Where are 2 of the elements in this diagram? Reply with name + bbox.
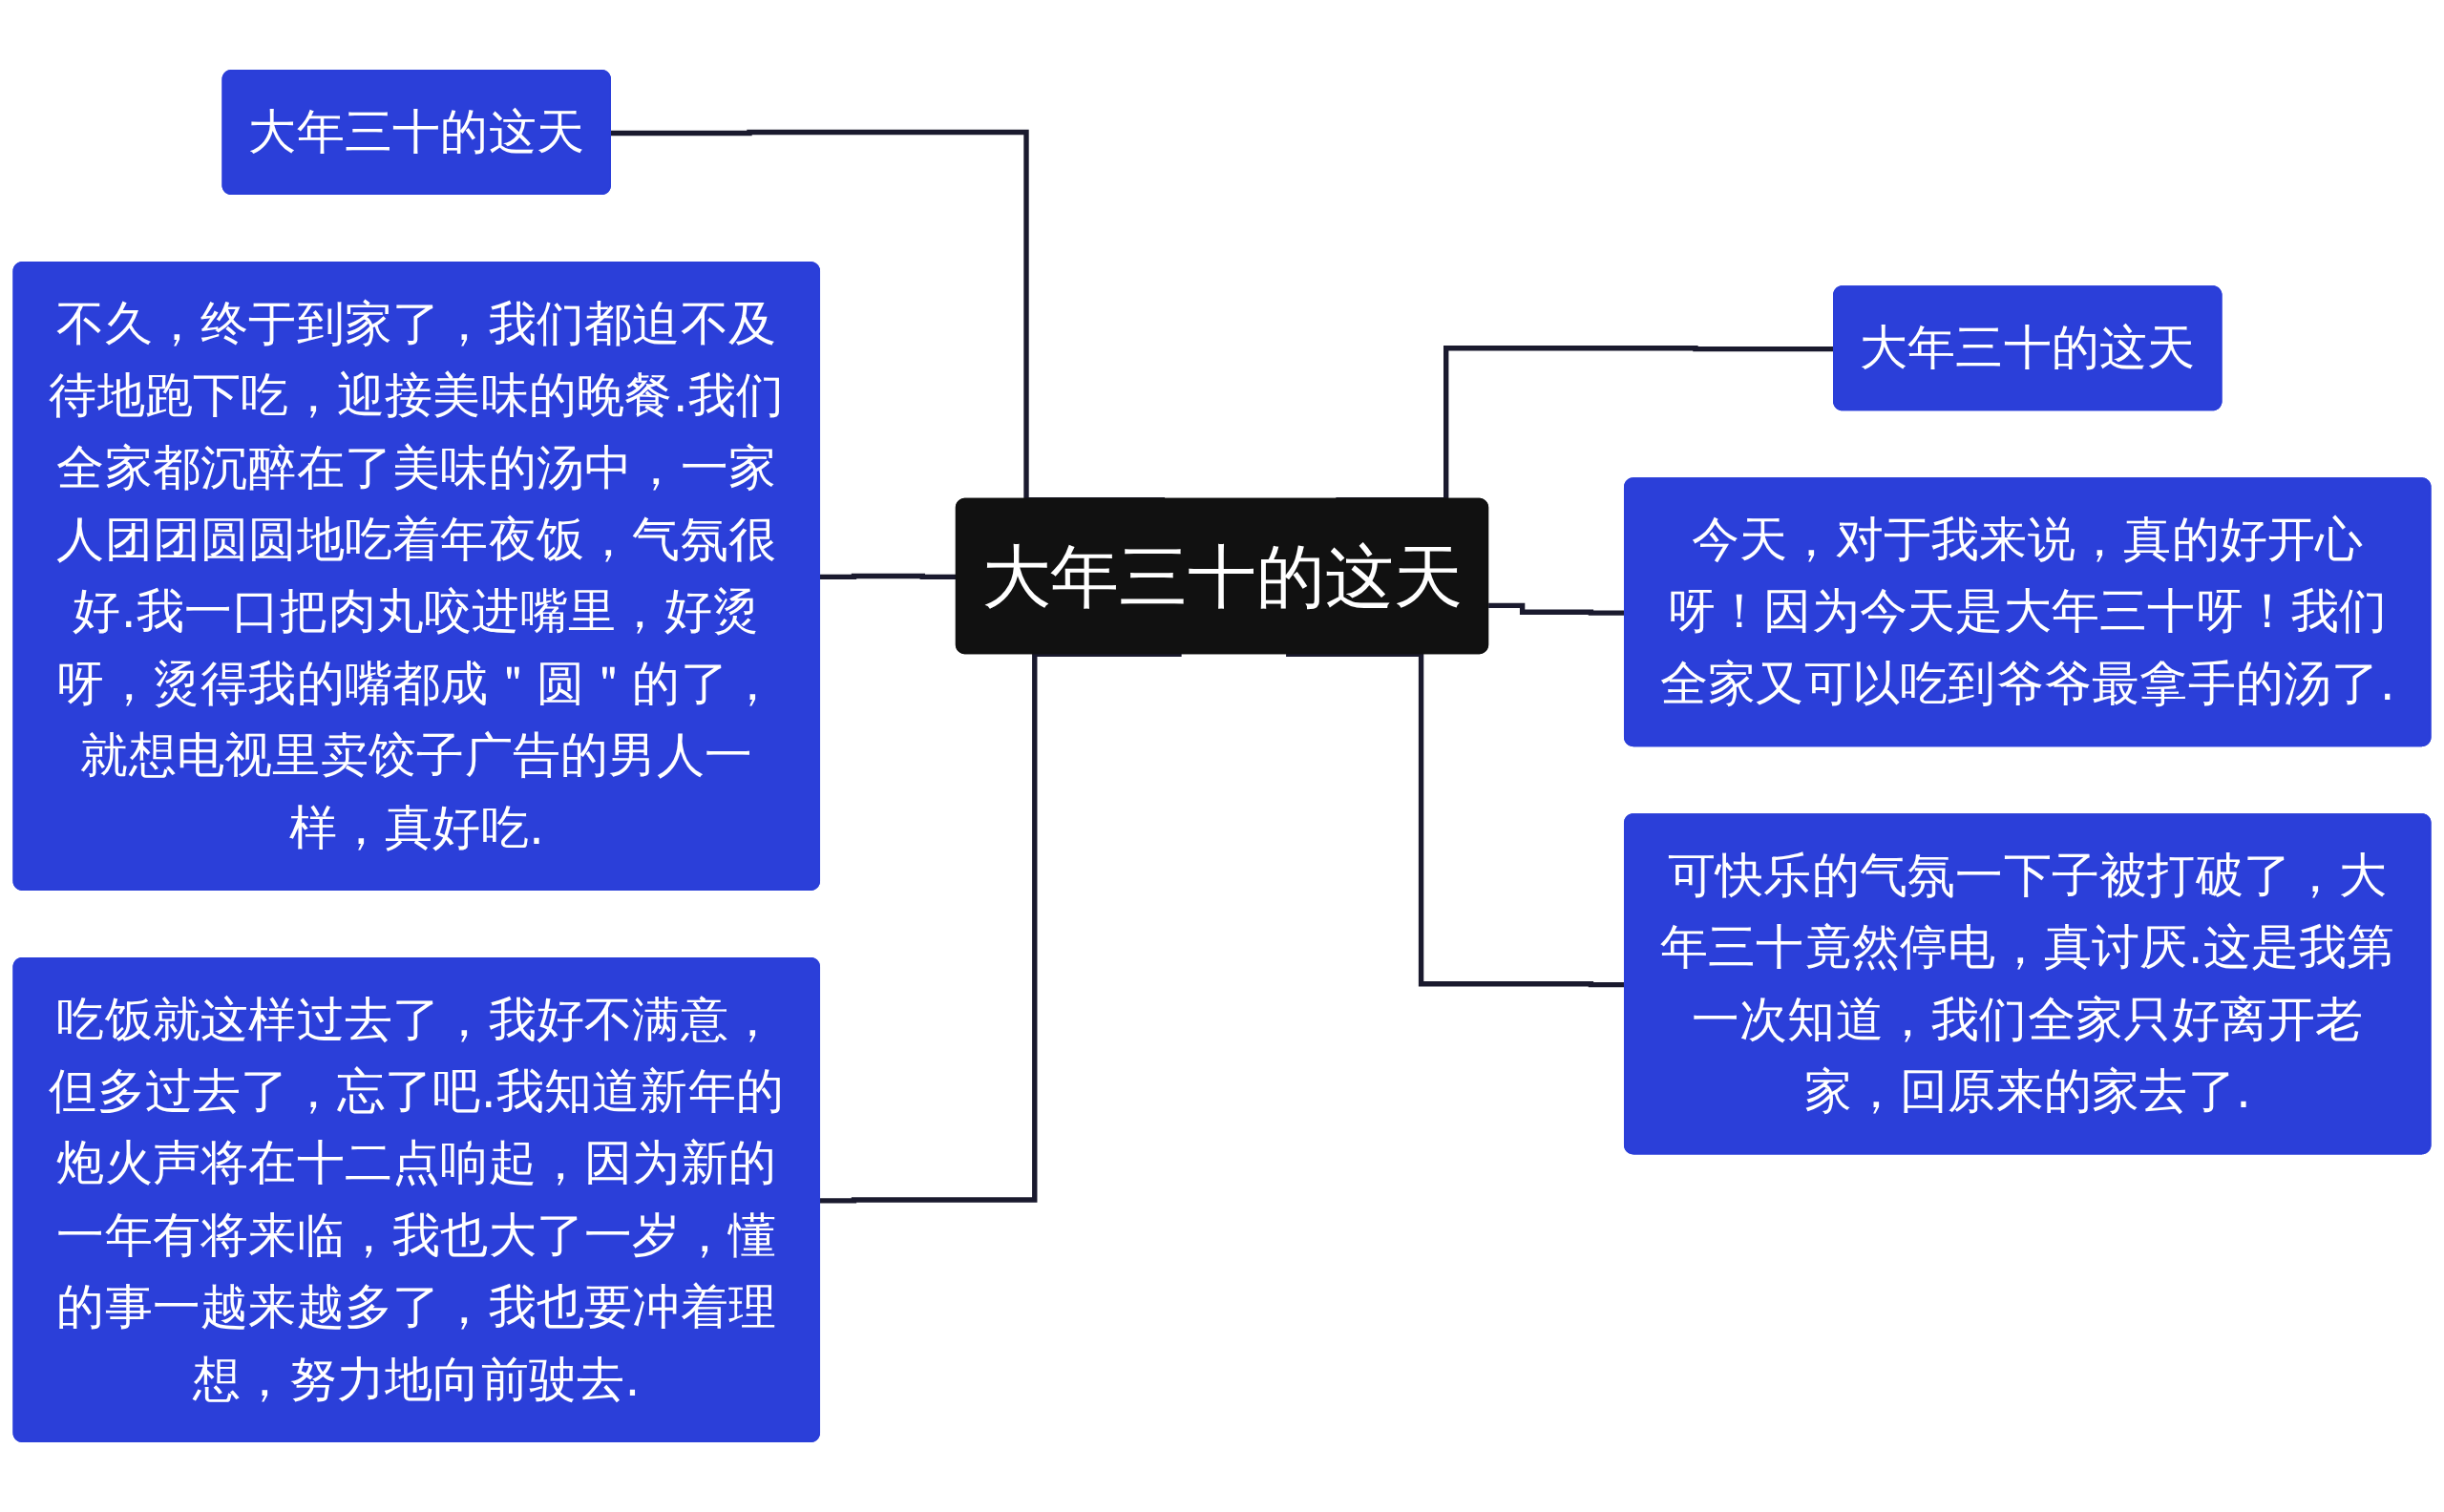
connector xyxy=(820,573,958,580)
connector xyxy=(1488,602,1626,616)
